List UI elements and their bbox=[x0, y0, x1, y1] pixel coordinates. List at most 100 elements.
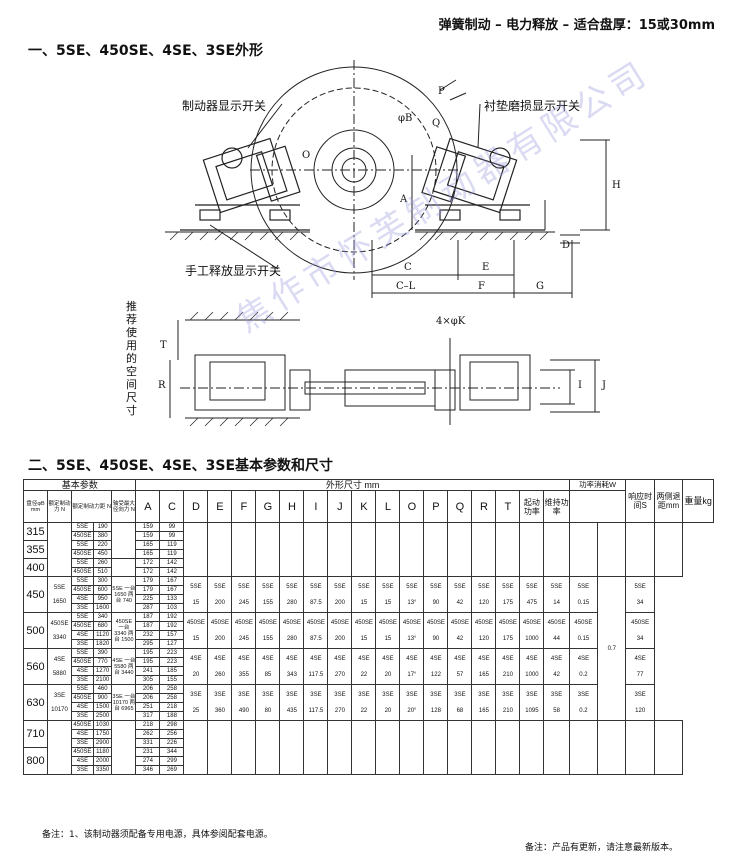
dim-cell-empty bbox=[519, 522, 545, 577]
type-cell: 450SE bbox=[71, 585, 94, 595]
C-cell: 299 bbox=[159, 756, 185, 766]
force-cell: 220 bbox=[92, 540, 113, 550]
header-O: O bbox=[399, 490, 425, 523]
header-Q: Q bbox=[447, 490, 473, 523]
A-cell: 305 bbox=[135, 675, 161, 685]
C-cell: 127 bbox=[159, 639, 185, 649]
type-cell: 450SE bbox=[71, 693, 94, 703]
dim-B: φB bbox=[398, 113, 413, 124]
header-rated-force: 额定制动力距 N bbox=[70, 490, 113, 523]
A-cell: 206 bbox=[135, 684, 161, 694]
disc-cell: 800 bbox=[23, 747, 48, 775]
C-cell: 218 bbox=[159, 702, 185, 712]
disc-cell: 500 bbox=[23, 612, 48, 649]
header-T: T bbox=[495, 490, 521, 523]
A-cell: 179 bbox=[135, 576, 161, 586]
C-cell: 258 bbox=[159, 684, 185, 694]
dim-cell-empty bbox=[279, 522, 305, 577]
dim-cell-empty bbox=[447, 720, 473, 775]
disc-cell: 400 bbox=[23, 558, 48, 577]
A-cell: 195 bbox=[135, 657, 161, 667]
dim-cell-empty bbox=[423, 522, 449, 577]
disc-cell: 710 bbox=[23, 720, 48, 748]
force-cell: 260 bbox=[92, 558, 113, 568]
type-cell: 450SE bbox=[71, 531, 94, 541]
callout-lining-wear-switch: 衬垫磨损显示开关 bbox=[484, 99, 581, 113]
type-cell: 3SE bbox=[71, 711, 94, 721]
A-cell: 331 bbox=[135, 738, 161, 748]
dim-R: R bbox=[158, 380, 166, 391]
dim-T: T bbox=[160, 340, 167, 351]
dim-cell-empty bbox=[447, 522, 473, 577]
type-cell: 5SE bbox=[71, 540, 94, 550]
dim-cell-empty bbox=[519, 720, 545, 775]
force-cell: 190 bbox=[92, 522, 113, 532]
note-right: 备注：产品有更新，请注意最新版本。 bbox=[525, 843, 679, 853]
A-cell: 295 bbox=[135, 639, 161, 649]
C-cell: 142 bbox=[159, 558, 185, 568]
type-cell: 450SE bbox=[71, 720, 94, 730]
force-cell: 1750 bbox=[92, 729, 113, 739]
dim-cell-empty bbox=[255, 522, 281, 577]
callout-recommended-space: 推荐使用的空间尺寸 bbox=[126, 300, 137, 417]
C-cell: 103 bbox=[159, 603, 185, 613]
force-cell: 1270 bbox=[92, 666, 113, 676]
dim-cell-empty bbox=[375, 720, 401, 775]
dim-cell-empty bbox=[183, 720, 209, 775]
dim-cell-empty bbox=[495, 522, 521, 577]
dim-I: I bbox=[578, 380, 582, 391]
header-I: I bbox=[303, 490, 329, 523]
A-cell: 195 bbox=[135, 648, 161, 658]
A-cell: 225 bbox=[135, 594, 161, 604]
type-cell: 3SE bbox=[71, 639, 94, 649]
header-H: H bbox=[279, 490, 305, 523]
force-cell: 510 bbox=[92, 567, 113, 577]
header-disc: 盘径φB mm bbox=[23, 490, 48, 523]
disc-cell: 560 bbox=[23, 648, 48, 685]
A-cell: 165 bbox=[135, 540, 161, 550]
A-cell: 187 bbox=[135, 621, 161, 631]
force-cell: 380 bbox=[92, 531, 113, 541]
A-cell: 241 bbox=[135, 666, 161, 676]
C-cell: 192 bbox=[159, 621, 185, 631]
A-cell: 159 bbox=[135, 522, 161, 532]
type-cell: 450SE bbox=[71, 567, 94, 577]
dim-cell-empty bbox=[597, 522, 627, 577]
force-cell: 300 bbox=[92, 576, 113, 586]
callout-brake-display-switch: 制动器显示开关 bbox=[182, 99, 267, 113]
force-cell: 1120 bbox=[92, 630, 113, 640]
brake-side-drawing bbox=[169, 311, 600, 427]
dim-cell-empty bbox=[543, 522, 570, 577]
type-cell: 3SE bbox=[71, 603, 94, 613]
dim-cell-empty bbox=[279, 720, 305, 775]
type-cell: 5SE bbox=[71, 648, 94, 658]
type-cell: 4SE bbox=[71, 630, 94, 640]
dim-cell-empty bbox=[399, 522, 425, 577]
dim-cell-empty bbox=[327, 522, 353, 577]
page-header-title: 弹簧制动 – 电力释放 – 适合盘厚：15或30mm bbox=[438, 18, 715, 33]
dim-K: 4×φK bbox=[436, 316, 466, 327]
type-cell: 5SE bbox=[71, 612, 94, 622]
